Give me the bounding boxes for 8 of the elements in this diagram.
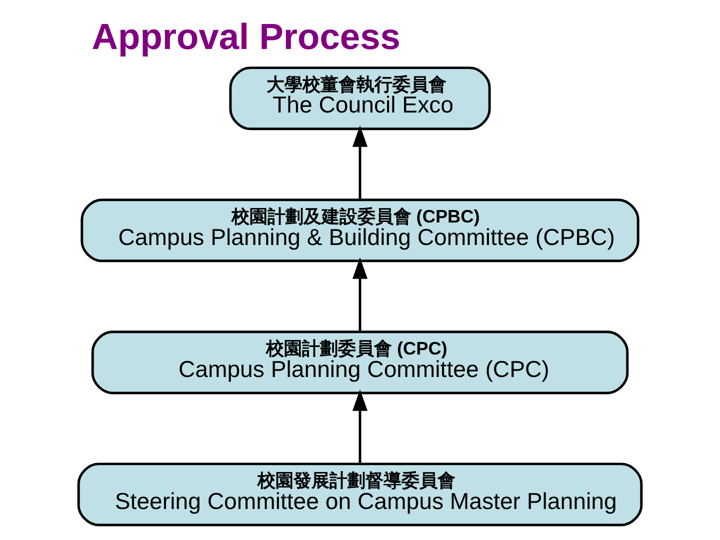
node-box: 大學校董會執行委員會 The Council Exco: [229, 66, 491, 130]
arrow: [352, 389, 368, 464]
arrow: [352, 125, 368, 200]
node-box: 校園計劃及建設委員會 (CPBC) Campus Planning & Building Committee (CPBC): [80, 198, 640, 262]
diagram-title: Approval Process: [92, 16, 400, 58]
node-box: 校園發展計劃督導委員會 Steering Committee on Campus Master Planning: [77, 462, 643, 526]
arrow: [352, 257, 368, 332]
node-box: 校園計劃委員會 (CPC) Campus Planning Committee (CPC): [91, 330, 629, 394]
